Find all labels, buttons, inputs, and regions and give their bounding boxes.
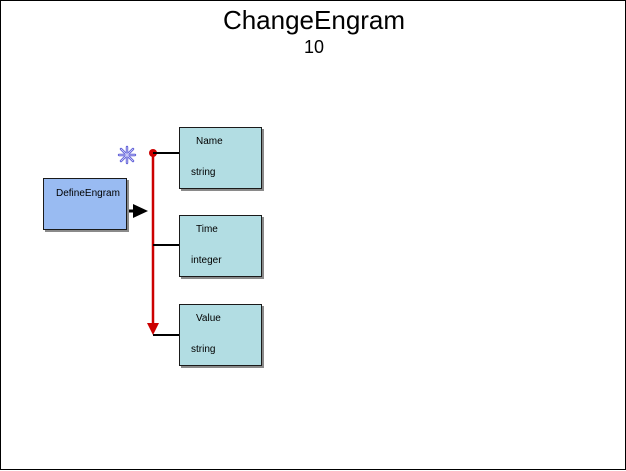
field-name-label: Name: [196, 136, 223, 147]
sequence-marker-icon: [117, 145, 137, 165]
diagram-title: ChangeEngram: [222, 5, 406, 35]
define-engram-box: DefineEngram: [43, 178, 127, 230]
field-type-label: integer: [191, 255, 222, 266]
field-type-label: string: [191, 167, 216, 178]
field-name-label: Value: [196, 313, 221, 324]
field-box-name: Name string: [179, 127, 262, 189]
field-type-label: string: [191, 344, 216, 355]
define-engram-label: DefineEngram: [56, 188, 120, 199]
field-name-label: Time: [196, 224, 218, 235]
field-box-value: Value string: [179, 304, 262, 366]
field-box-time: Time integer: [179, 215, 262, 277]
diagram-subtitle: 10: [303, 37, 325, 57]
define-arrow-head: [133, 204, 148, 218]
sequence-end-arrowhead: [147, 323, 159, 335]
